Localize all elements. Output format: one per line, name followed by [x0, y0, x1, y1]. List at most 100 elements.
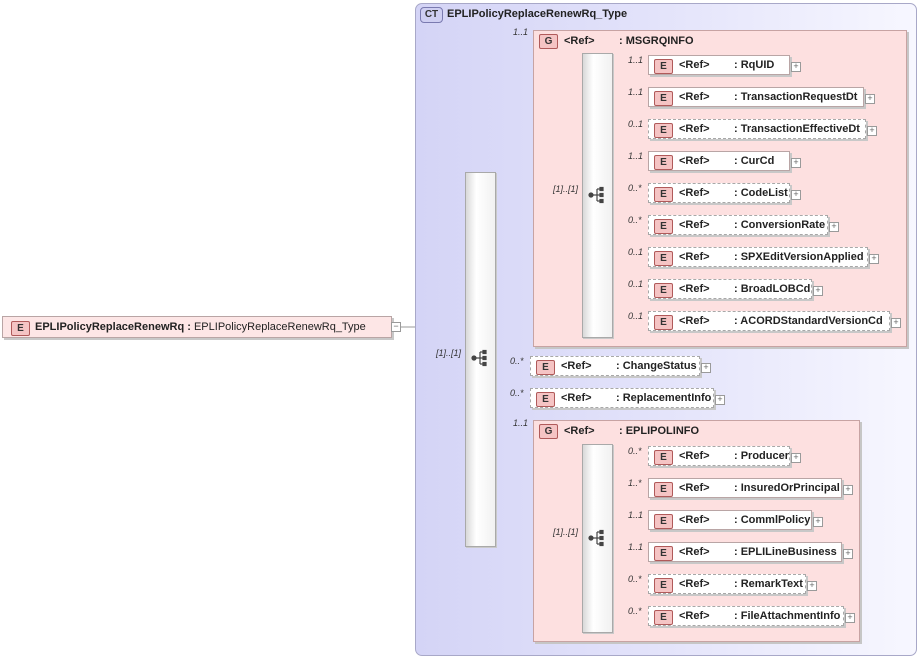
element-remarktext[interactable]: E <Ref> : RemarkText	[648, 574, 806, 594]
element-name: : Producer	[734, 450, 790, 462]
expand-icon[interactable]: +	[869, 254, 879, 264]
element-name: : ACORDStandardVersionCd	[734, 315, 883, 327]
group-badge-icon: G	[539, 424, 558, 439]
complex-type-name: EPLIPolicyReplaceRenewRq_Type	[447, 8, 628, 20]
element-acordstandardversioncd[interactable]: E <Ref> : ACORDStandardVersionCd	[648, 311, 890, 331]
expand-icon[interactable]: +	[813, 517, 823, 527]
element-name: : TransactionRequestDt	[734, 91, 858, 103]
sequence-icon	[588, 186, 604, 204]
expand-icon[interactable]: +	[701, 363, 711, 373]
element-cardinality: 1..*	[628, 478, 642, 488]
element-cardinality: 0..*	[628, 215, 642, 225]
ref-label: <Ref>	[679, 59, 710, 71]
group-ref-label: <Ref>	[564, 425, 595, 437]
element-name: : RqUID	[734, 59, 775, 71]
expand-icon[interactable]: +	[843, 485, 853, 495]
element-cardinality: 0..*	[628, 446, 642, 456]
element-badge-icon: E	[654, 283, 673, 298]
element-badge-icon: E	[654, 123, 673, 138]
expand-icon[interactable]: +	[791, 62, 801, 72]
ref-label: <Ref>	[679, 315, 710, 327]
element-name: : RemarkText	[734, 578, 803, 590]
element-badge-icon: E	[654, 482, 673, 497]
expand-icon[interactable]: +	[843, 549, 853, 559]
expand-icon[interactable]: +	[791, 190, 801, 200]
element-cardinality: 0..1	[628, 279, 644, 289]
group-name: : MSGRQINFO	[619, 35, 694, 47]
element-conversionrate[interactable]: E <Ref> : ConversionRate	[648, 215, 828, 235]
element-badge-icon: E	[654, 155, 673, 170]
root-element-label: EPLIPolicyReplaceRenewRq : EPLIPolicyRep…	[35, 321, 366, 333]
element-spxeditversionapplied[interactable]: E <Ref> : SPXEditVersionApplied	[648, 247, 868, 267]
element-eplilinebusiness[interactable]: E <Ref> : EPLILineBusiness	[648, 542, 842, 562]
element-badge-icon: E	[654, 610, 673, 625]
expand-icon[interactable]: +	[715, 395, 725, 405]
element-name: : InsuredOrPrincipal	[734, 482, 840, 494]
element-transactionrequestdt[interactable]: E <Ref> : TransactionRequestDt	[648, 87, 864, 107]
element-replacementinfo[interactable]: E <Ref> : ReplacementInfo	[530, 388, 714, 408]
msgrqinfo-cardinality: 1..1	[513, 27, 529, 37]
element-broadlobcd[interactable]: E <Ref> : BroadLOBCd	[648, 279, 812, 299]
element-name: : ConversionRate	[734, 219, 826, 231]
element-badge-icon: E	[654, 219, 673, 234]
element-transactioneffectivedt[interactable]: E <Ref> : TransactionEffectiveDt	[648, 119, 866, 139]
element-cardinality: 1..1	[628, 510, 644, 520]
element-badge-icon: E	[654, 91, 673, 106]
ref-label: <Ref>	[561, 360, 592, 372]
msgrqinfo-sequence-cardinality: [1]..[1]	[553, 184, 579, 194]
element-codelist[interactable]: E <Ref> : CodeList	[648, 183, 790, 203]
expand-icon[interactable]: +	[829, 222, 839, 232]
ref-label: <Ref>	[679, 482, 710, 494]
element-producer[interactable]: E <Ref> : Producer	[648, 446, 790, 466]
expand-icon[interactable]: +	[807, 581, 817, 591]
element-commlpolicy[interactable]: E <Ref> : CommlPolicy	[648, 510, 812, 530]
ref-label: <Ref>	[679, 578, 710, 590]
expand-icon[interactable]: +	[867, 126, 877, 136]
expand-icon[interactable]: +	[845, 613, 855, 623]
expand-icon[interactable]: +	[813, 286, 823, 296]
complex-type-badge-icon: CT	[420, 7, 443, 23]
expand-icon[interactable]: +	[865, 94, 875, 104]
element-name: : CommlPolicy	[734, 514, 811, 526]
element-cardinality: 1..1	[628, 151, 644, 161]
element-cardinality: 1..1	[628, 55, 644, 65]
eplipolinfo-cardinality: 1..1	[513, 418, 529, 428]
element-cardinality: 0..*	[628, 183, 642, 193]
ref-label: <Ref>	[679, 610, 710, 622]
element-name: : FileAttachmentInfo	[734, 610, 841, 622]
ref-label: <Ref>	[679, 450, 710, 462]
element-curcd[interactable]: E <Ref> : CurCd	[648, 151, 790, 171]
element-name: : CurCd	[734, 155, 775, 167]
element-name: : SPXEditVersionApplied	[734, 251, 864, 263]
collapse-icon[interactable]: −	[391, 322, 401, 332]
element-badge-icon: E	[654, 450, 673, 465]
ref-label: <Ref>	[679, 91, 710, 103]
element-badge-icon: E	[654, 187, 673, 202]
ref-label: <Ref>	[679, 546, 710, 558]
element-cardinality: 0..*	[628, 574, 642, 584]
element-cardinality: 1..1	[628, 87, 644, 97]
expand-icon[interactable]: +	[791, 453, 801, 463]
element-badge-icon: E	[536, 360, 555, 375]
ref-label: <Ref>	[679, 219, 710, 231]
ref-label: <Ref>	[679, 123, 710, 135]
root-element[interactable]: E EPLIPolicyReplaceRenewRq : EPLIPolicyR…	[2, 316, 392, 338]
element-fileattachmentinfo[interactable]: E <Ref> : FileAttachmentInfo	[648, 606, 844, 626]
sequence-icon	[471, 349, 487, 367]
element-name: : TransactionEffectiveDt	[734, 123, 860, 135]
element-insuredorprincipal[interactable]: E <Ref> : InsuredOrPrincipal	[648, 478, 842, 498]
ref-label: <Ref>	[679, 155, 710, 167]
element-name: : ChangeStatus	[616, 360, 697, 372]
expand-icon[interactable]: +	[791, 158, 801, 168]
ref-label: <Ref>	[561, 392, 592, 404]
element-rquid[interactable]: E <Ref> : RqUID	[648, 55, 790, 75]
element-changestatus[interactable]: E <Ref> : ChangeStatus	[530, 356, 700, 376]
expand-icon[interactable]: +	[891, 318, 901, 328]
group-ref-label: <Ref>	[564, 35, 595, 47]
group-name: : EPLIPOLINFO	[619, 425, 700, 437]
element-badge-icon: E	[654, 546, 673, 561]
element-badge-icon: E	[11, 321, 30, 336]
element-cardinality: 0..1	[628, 119, 644, 129]
element-badge-icon: E	[654, 251, 673, 266]
element-badge-icon: E	[536, 392, 555, 407]
